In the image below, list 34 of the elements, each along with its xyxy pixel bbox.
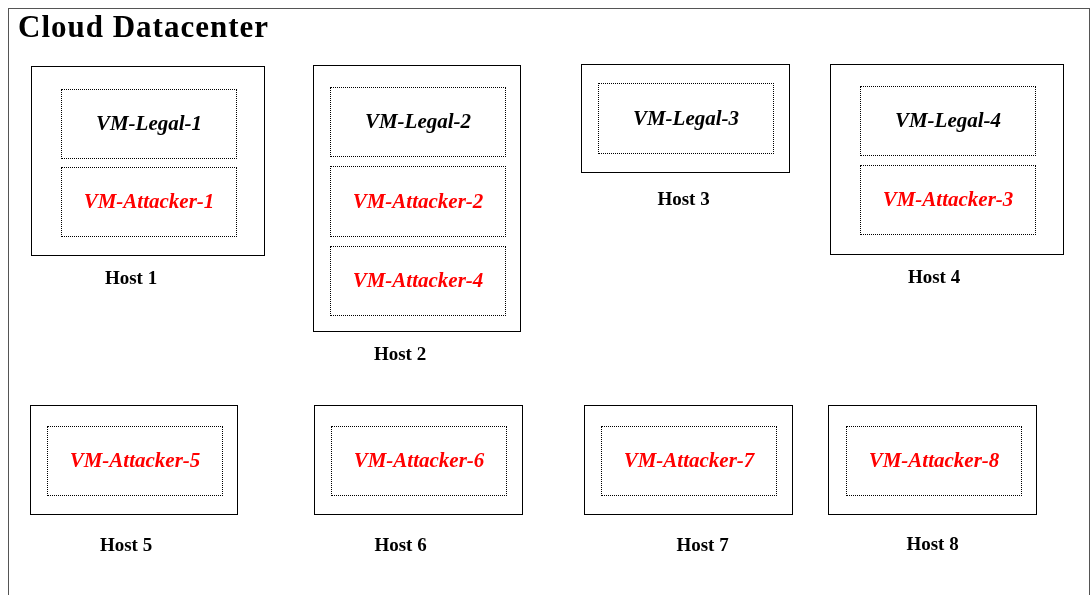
vm-label: VM-Legal-2: [364, 108, 472, 136]
vm-box: [860, 165, 1036, 235]
host-label: Host 4: [907, 267, 961, 286]
vm-label: VM-Attacker-6: [353, 447, 485, 475]
vm-box: [846, 426, 1022, 496]
vm-box: [47, 426, 223, 496]
vm-box: [331, 426, 507, 496]
host-label: Host 6: [374, 535, 427, 554]
host-label: Host 3: [657, 189, 710, 208]
vm-box: [61, 167, 237, 237]
vm-label: VM-Attacker-5: [69, 447, 201, 475]
vm-box: [330, 246, 506, 316]
vm-label: VM-Attacker-3: [882, 186, 1014, 214]
vm-box: [61, 89, 237, 159]
host-label: Host 8: [906, 534, 959, 553]
vm-label: VM-Legal-3: [632, 104, 740, 132]
frame-title: Cloud Datacenter: [18, 11, 270, 42]
datacenter-frame: [8, 8, 1090, 595]
vm-label: VM-Attacker-1: [83, 188, 215, 216]
vm-box: [601, 426, 777, 496]
vm-box: [330, 166, 506, 237]
vm-label: VM-Attacker-8: [868, 447, 1000, 475]
vm-box: [860, 86, 1036, 156]
vm-label: VM-Legal-4: [894, 107, 1002, 135]
vm-label: VM-Legal-1: [95, 110, 203, 138]
host-label: Host 1: [104, 268, 158, 287]
vm-box: [330, 87, 506, 157]
vm-label: VM-Attacker-4: [352, 267, 484, 295]
vm-label: VM-Attacker-7: [623, 447, 755, 475]
host-label: Host 7: [676, 535, 729, 554]
host-label: Host 5: [99, 535, 153, 554]
host-label: Host 2: [373, 344, 427, 363]
vm-label: VM-Attacker-2: [352, 187, 484, 215]
vm-box: [598, 83, 774, 154]
